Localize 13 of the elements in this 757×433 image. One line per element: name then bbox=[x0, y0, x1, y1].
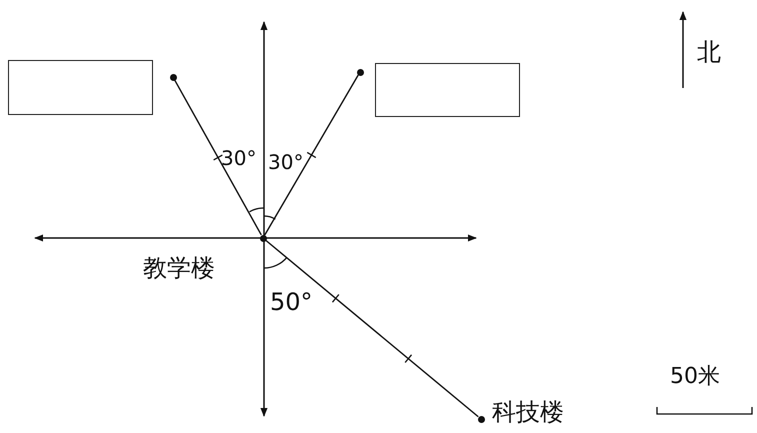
direction-label: 北 bbox=[697, 40, 721, 64]
angle-label: 30° bbox=[221, 148, 256, 168]
building-label: 教学楼 bbox=[143, 256, 215, 280]
point-marker bbox=[478, 416, 484, 422]
point-marker bbox=[356, 68, 364, 76]
answer-box bbox=[375, 63, 520, 117]
building-label: 科技楼 bbox=[492, 400, 564, 424]
answer-box bbox=[8, 60, 153, 115]
point-marker bbox=[170, 74, 176, 80]
scale-label: 50米 bbox=[670, 366, 720, 388]
angle-label: 50° bbox=[270, 290, 313, 314]
point-marker bbox=[260, 234, 266, 242]
angle-label: 30° bbox=[268, 152, 304, 172]
